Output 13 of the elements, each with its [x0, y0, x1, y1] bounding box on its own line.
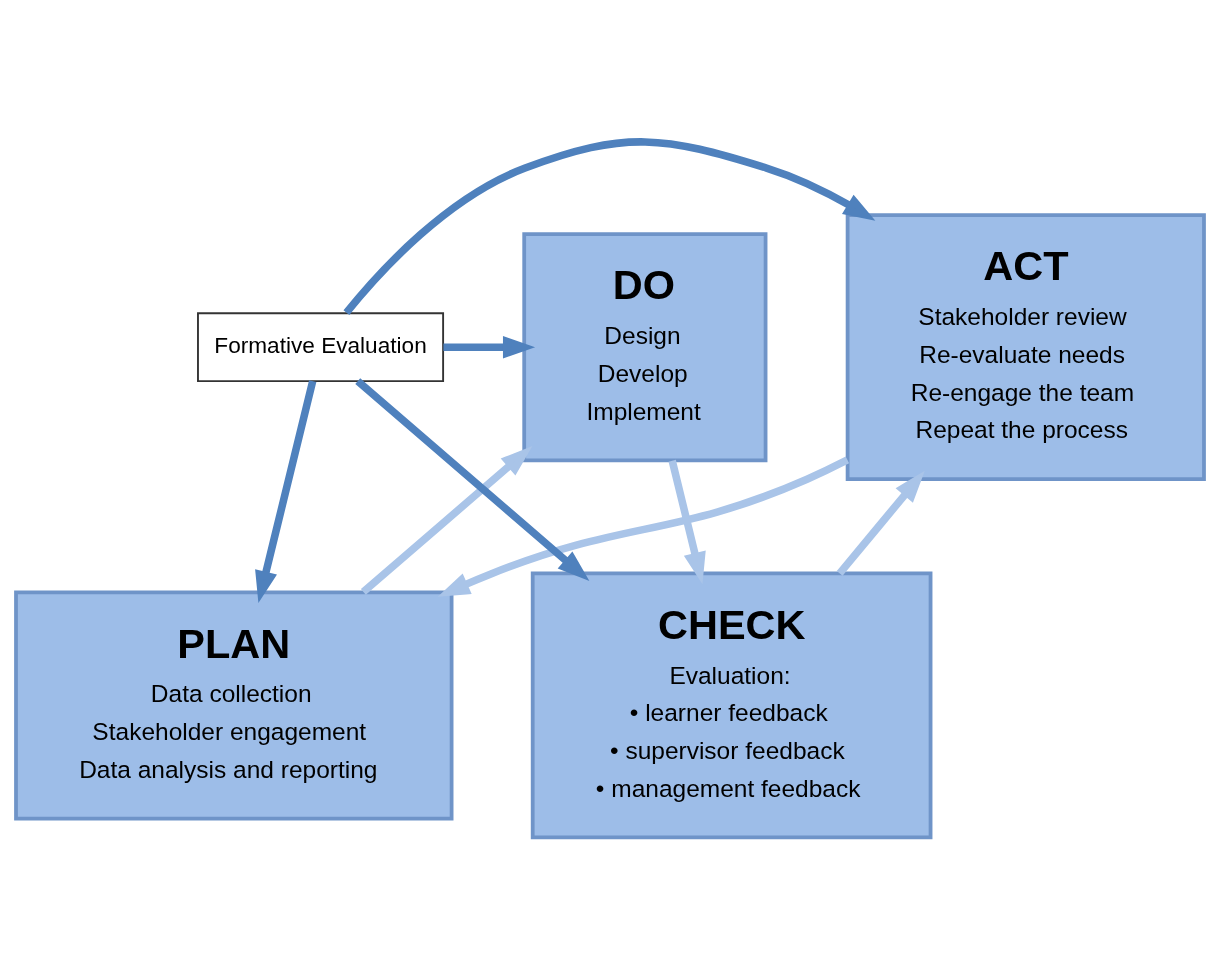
- arrow: [836, 470, 925, 576]
- arrow: [443, 335, 536, 358]
- node-box: Formative Evaluation: [197, 311, 445, 382]
- arrow: [255, 379, 317, 603]
- node-box: PLAN Data collection Stakeholder engagement Data analysis and reporting: [14, 589, 454, 820]
- arrow: [360, 445, 533, 595]
- arrow: [343, 137, 876, 315]
- arrow: [437, 456, 850, 597]
- arrow: [668, 459, 706, 584]
- arrow: [355, 377, 590, 581]
- node-box: CHECK Evaluation: • learner feedback • supervisor feedback • management feedback: [530, 571, 933, 839]
- node-box: ACT Stakeholder review Re-evaluate needs Re-engage the team Repeat the process: [845, 212, 1206, 481]
- node-box: DO Design Develop Implement: [522, 231, 768, 462]
